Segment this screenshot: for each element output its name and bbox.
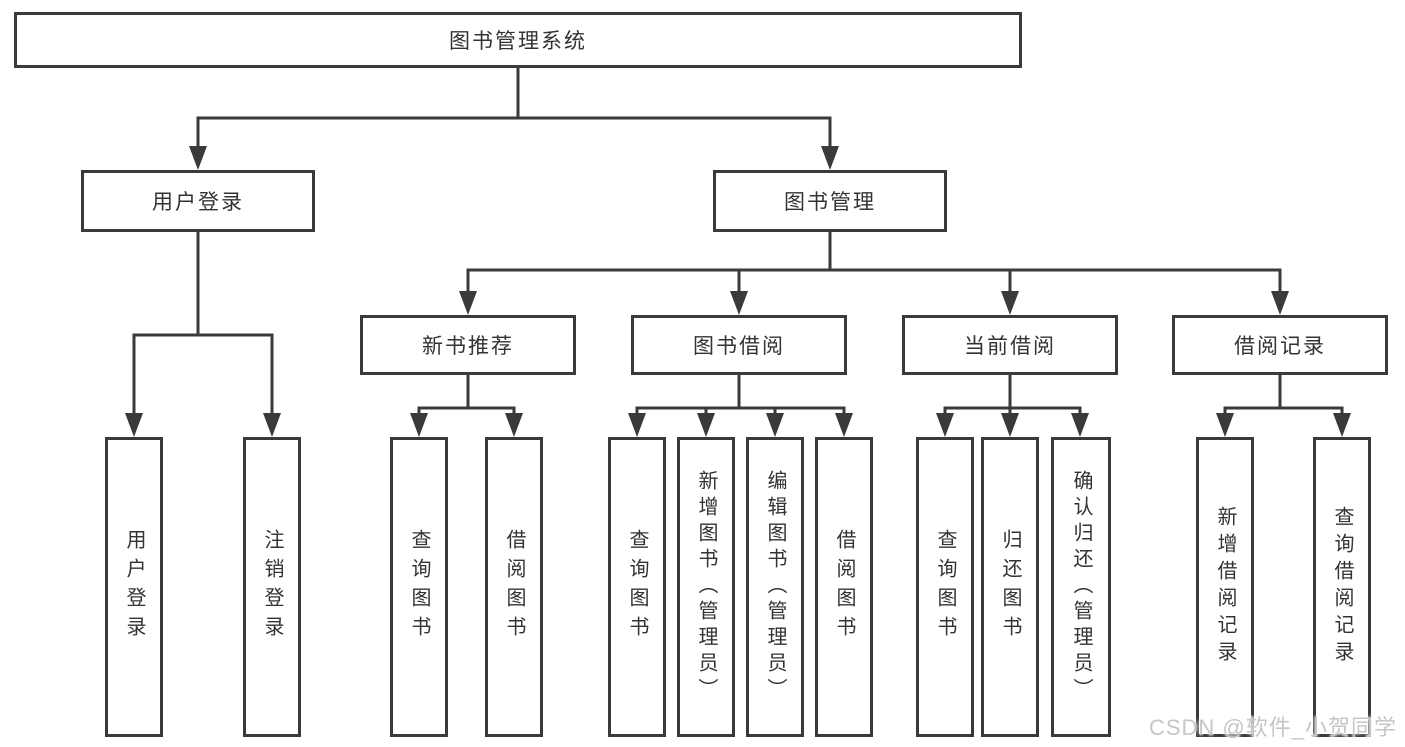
node-current-borrowing: 当前借阅	[902, 315, 1118, 375]
leaf-logout: 注销登录	[243, 437, 301, 737]
leaf-user-login: 用户登录	[105, 437, 163, 737]
leaf-query-books-recommend: 查询图书	[390, 437, 448, 737]
watermark: CSDN @软件_小贺同学	[1148, 715, 1397, 740]
arrow-down-icon	[459, 270, 1289, 315]
node-new-book-recommendation: 新书推荐	[360, 315, 576, 375]
arrow-down-icon	[628, 408, 853, 437]
arrow-down-icon	[189, 118, 839, 170]
leaf-query-books-borrowing: 查询图书	[608, 437, 666, 737]
node-book-management-system: 图书管理系统	[14, 12, 1022, 68]
leaf-return-books: 归还图书	[981, 437, 1039, 737]
leaf-add-borrow-record: 新增借阅记录	[1196, 437, 1254, 737]
arrow-down-icon	[410, 408, 523, 437]
node-book-borrowing: 图书借阅	[631, 315, 847, 375]
leaf-query-borrow-record: 查询借阅记录	[1313, 437, 1371, 737]
leaf-edit-books-admin: 编辑图书（管理员）	[746, 437, 804, 737]
node-user-login: 用户登录	[81, 170, 315, 232]
node-borrowing-records: 借阅记录	[1172, 315, 1388, 375]
leaf-borrow-books-recommend: 借阅图书	[485, 437, 543, 737]
node-book-management: 图书管理	[713, 170, 947, 232]
arrow-down-icon	[936, 408, 1089, 437]
leaf-confirm-return-admin: 确认归还（管理员）	[1051, 437, 1111, 737]
leaf-query-books-current: 查询图书	[916, 437, 974, 737]
arrow-down-icon	[1216, 408, 1351, 437]
leaf-add-books-admin: 新增图书（管理员）	[677, 437, 735, 737]
arrow-down-icon	[125, 335, 281, 437]
leaf-borrow-books-borrowing: 借阅图书	[815, 437, 873, 737]
